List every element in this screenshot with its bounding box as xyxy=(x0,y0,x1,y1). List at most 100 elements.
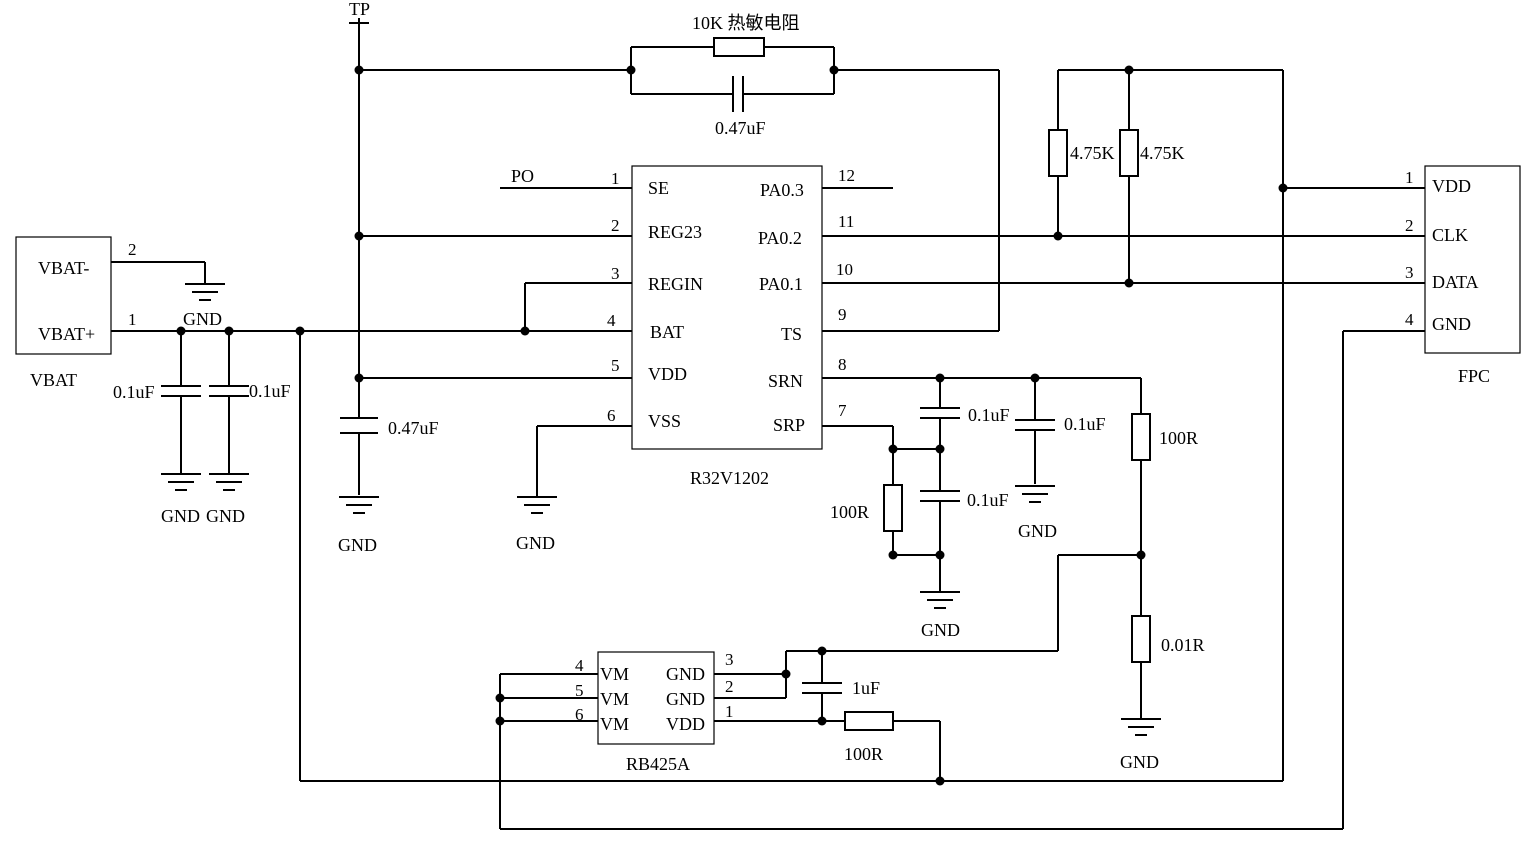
pull-up-resistor xyxy=(1048,129,1068,177)
junction-dot xyxy=(1124,65,1134,75)
srn-resistor xyxy=(1131,413,1151,461)
mosfet-box xyxy=(597,651,715,745)
chip-pin-label: PA0.2 xyxy=(758,228,802,248)
chip-pin-number: 10 xyxy=(836,260,853,279)
mosfet-pin-number: 6 xyxy=(575,705,584,724)
thermistor-label: 10K 热敏电阻 xyxy=(692,13,800,33)
junction-dot xyxy=(935,373,945,383)
ground-symbol-icon xyxy=(185,283,225,301)
mosfet-pin-number: 3 xyxy=(725,650,734,669)
po-label: PO xyxy=(511,166,534,186)
junction-dot xyxy=(1053,231,1063,241)
pull-up-label: 4.75K xyxy=(1070,143,1115,163)
mosfet-pin-label: VM xyxy=(600,664,629,684)
junction-dot xyxy=(176,326,186,336)
fpc-connector: 1 VDD 2 CLK 3 DATA 4 GND FPC xyxy=(1405,168,1490,386)
fpc-pin-label: CLK xyxy=(1432,225,1468,245)
mosfet-pin-label: GND xyxy=(666,689,705,709)
mosfet-pin-label: VM xyxy=(600,714,629,734)
gnd-label: GND xyxy=(516,533,555,553)
junction-dot xyxy=(354,65,364,75)
mosfet-pin-label: VDD xyxy=(666,714,705,734)
chip-pin-label: VDD xyxy=(648,364,687,384)
vbat-cap-label: 0.1uF xyxy=(249,381,291,401)
chip-pin-number: 5 xyxy=(611,356,620,375)
srn-gnd-cap-label: 0.1uF xyxy=(1064,414,1106,434)
junction-dot xyxy=(829,65,839,75)
fpc-pin-number: 2 xyxy=(1405,216,1414,235)
tp-cap-label: 0.47uF xyxy=(388,418,439,438)
junction-dot xyxy=(935,550,945,560)
vdd-cap-label: 1uF xyxy=(852,678,880,698)
vdd-resistor xyxy=(844,711,894,731)
gnd-label: GND xyxy=(921,620,960,640)
gnd-label: GND xyxy=(338,535,377,555)
chip-pin-label: SE xyxy=(648,178,669,198)
junction-dot xyxy=(626,65,636,75)
ground-symbol-icon xyxy=(209,473,249,491)
gnd-label: GND xyxy=(161,506,200,526)
chip-pin-label: REG23 xyxy=(648,222,702,242)
junction-dot xyxy=(495,716,505,726)
srp-res-label: 100R xyxy=(830,502,869,522)
fpc-pin-label: VDD xyxy=(1432,176,1471,196)
resistors xyxy=(713,37,1151,731)
fpc-pin-number: 3 xyxy=(1405,263,1414,282)
vdd-res-label: 100R xyxy=(844,744,883,764)
vbat-connector-box xyxy=(15,236,112,355)
thermistor-capacitor xyxy=(732,76,744,112)
ground-symbol-icon xyxy=(1121,718,1161,736)
vbat-capacitor xyxy=(209,385,249,397)
chip-pin-label: PA0.1 xyxy=(759,274,803,294)
chip-name: R32V1202 xyxy=(690,468,769,488)
pull-up-resistor xyxy=(1119,129,1139,177)
gnd-labels: GND GND GND GND GND GND GND GND xyxy=(161,309,1159,772)
vbat-pin-number: 2 xyxy=(128,240,137,259)
fpc-pin-label: GND xyxy=(1432,314,1471,334)
srp-cap-label: 0.1uF xyxy=(967,490,1009,510)
vdd-capacitor xyxy=(802,682,842,694)
chip-pin-number: 12 xyxy=(838,166,855,185)
junction-dot xyxy=(354,373,364,383)
chip-r32v1202: 1 SE 2 REG23 3 REGIN 4 BAT 5 VDD 6 VSS 1… xyxy=(607,166,855,488)
srp-capacitor xyxy=(920,490,960,502)
junction-dot xyxy=(817,716,827,726)
chip-pin-label: SRN xyxy=(768,371,803,391)
junction-dots xyxy=(176,65,1288,786)
vbat-connector-name: VBAT xyxy=(30,370,77,390)
chip-pin-number: 7 xyxy=(838,401,847,420)
junction-dot xyxy=(817,646,827,656)
chip-pin-label: VSS xyxy=(648,411,681,431)
chip-pin-label: SRP xyxy=(773,415,805,435)
chip-box xyxy=(631,165,823,450)
capacitors xyxy=(161,76,1055,694)
chip-pin-number: 4 xyxy=(607,311,616,330)
fpc-pin-number: 1 xyxy=(1405,168,1414,187)
chip-pin-number: 8 xyxy=(838,355,847,374)
vbat-pin-label: VBAT+ xyxy=(38,324,95,344)
junction-dot xyxy=(520,326,530,336)
junction-dot xyxy=(295,326,305,336)
junction-dot xyxy=(781,669,791,679)
wires xyxy=(111,18,1425,830)
gnd-label: GND xyxy=(1018,521,1057,541)
junction-dot xyxy=(1136,550,1146,560)
junction-dot xyxy=(354,231,364,241)
junction-dot xyxy=(888,444,898,454)
mosfet-pin-number: 5 xyxy=(575,681,584,700)
junction-dot xyxy=(888,550,898,560)
chip-pin-label: BAT xyxy=(650,322,684,342)
chip-pin-number: 1 xyxy=(611,169,620,188)
gnd-label: GND xyxy=(1120,752,1159,772)
chip-pin-number: 6 xyxy=(607,406,616,425)
thermistor-resistor xyxy=(713,37,765,57)
ground-symbol-icon xyxy=(1015,485,1055,503)
mosfet-rb425a: 4 VM 5 VM 6 VM 3 GND 2 GND 1 VDD RB425A xyxy=(575,650,734,774)
gnd-label: GND xyxy=(206,506,245,526)
mosfet-name: RB425A xyxy=(626,754,690,774)
ground-symbol-icon xyxy=(920,591,960,609)
vbat-connector: 2 VBAT- 1 VBAT+ VBAT xyxy=(30,240,137,390)
mosfet-pin-number: 1 xyxy=(725,702,734,721)
pull-up-label: 4.75K xyxy=(1140,143,1185,163)
